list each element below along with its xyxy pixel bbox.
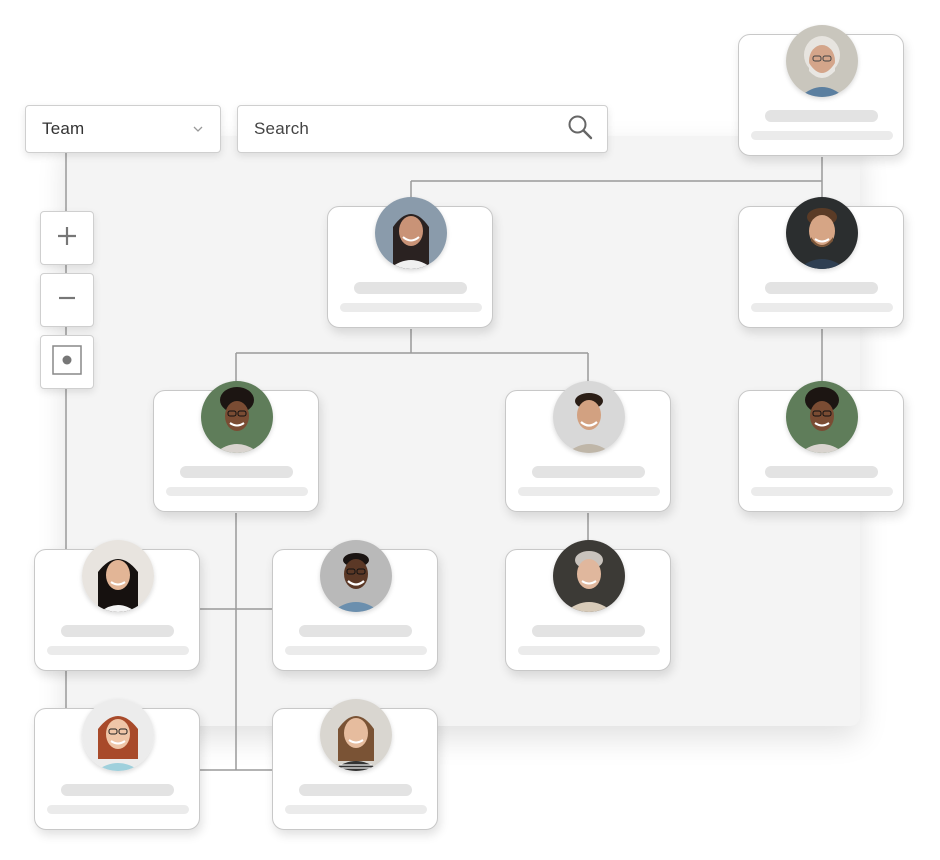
name-placeholder <box>765 282 878 294</box>
name-placeholder <box>61 625 174 637</box>
name-placeholder <box>180 466 293 478</box>
avatar <box>320 699 392 771</box>
name-placeholder <box>765 110 878 122</box>
avatar <box>786 197 858 269</box>
name-placeholder <box>299 625 412 637</box>
plus-icon <box>56 225 78 252</box>
org-card-member-1[interactable] <box>34 540 200 671</box>
search-icon[interactable] <box>567 114 593 145</box>
search-input[interactable]: Search <box>237 105 608 153</box>
avatar <box>82 699 154 771</box>
avatar <box>201 381 273 453</box>
avatar <box>786 25 858 97</box>
zoom-out-button[interactable] <box>40 273 94 327</box>
title-placeholder <box>166 487 308 496</box>
name-placeholder <box>765 466 878 478</box>
zoom-in-button[interactable] <box>40 211 94 265</box>
title-placeholder <box>518 487 660 496</box>
title-placeholder <box>751 303 893 312</box>
search-placeholder: Search <box>254 119 310 138</box>
avatar <box>553 381 625 453</box>
team-dropdown-label: Team <box>42 119 85 138</box>
avatar <box>786 381 858 453</box>
chevron-down-icon <box>192 120 204 138</box>
org-card-member-4[interactable] <box>34 699 200 830</box>
org-card-member-2[interactable] <box>272 540 438 671</box>
name-placeholder <box>532 625 645 637</box>
title-placeholder <box>518 646 660 655</box>
name-placeholder <box>61 784 174 796</box>
minus-icon <box>56 287 78 314</box>
name-placeholder <box>299 784 412 796</box>
title-placeholder <box>751 487 893 496</box>
org-card-lead-2[interactable] <box>505 381 671 512</box>
name-placeholder <box>354 282 467 294</box>
org-card-lead-3[interactable] <box>738 381 904 512</box>
title-placeholder <box>285 646 427 655</box>
title-placeholder <box>47 805 189 814</box>
org-card-member-5[interactable] <box>272 699 438 830</box>
org-card-manager-right[interactable] <box>738 197 904 328</box>
center-focus-icon <box>52 344 82 380</box>
title-placeholder <box>285 805 427 814</box>
org-card-manager-left[interactable] <box>327 197 493 328</box>
title-placeholder <box>751 131 893 140</box>
name-placeholder <box>532 466 645 478</box>
team-dropdown[interactable]: Team <box>25 105 221 153</box>
avatar <box>375 197 447 269</box>
avatar <box>82 540 154 612</box>
title-placeholder <box>47 646 189 655</box>
title-placeholder <box>340 303 482 312</box>
org-card-member-3[interactable] <box>505 540 671 671</box>
fit-to-screen-button[interactable] <box>40 335 94 389</box>
avatar <box>553 540 625 612</box>
org-card-ceo[interactable] <box>738 25 904 156</box>
avatar <box>320 540 392 612</box>
org-card-lead-1[interactable] <box>153 381 319 512</box>
